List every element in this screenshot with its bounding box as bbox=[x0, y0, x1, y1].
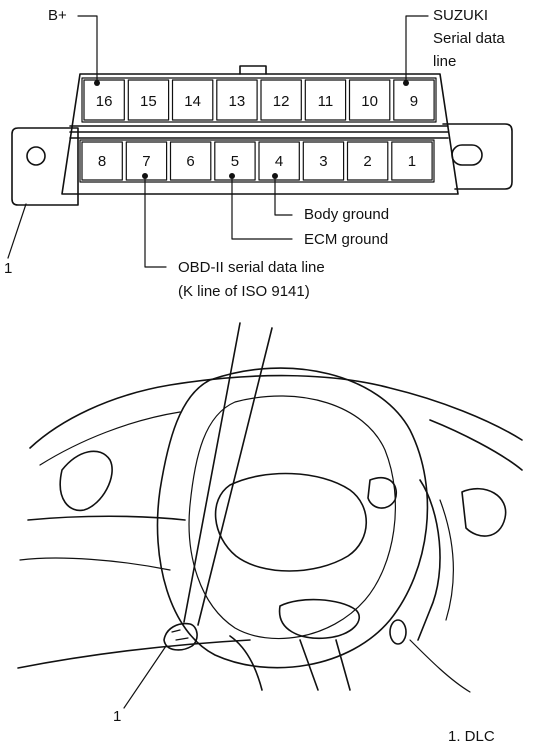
pin-number-10: 10 bbox=[361, 93, 378, 110]
pin-number-9: 9 bbox=[410, 93, 418, 110]
pin-number-1: 1 bbox=[408, 153, 416, 170]
pin-cell-8 bbox=[81, 141, 123, 181]
dashboard-illustration bbox=[17, 322, 523, 709]
mount-hole-left bbox=[26, 146, 46, 166]
pointer-line bbox=[197, 327, 273, 626]
pin-cell-14 bbox=[171, 79, 214, 121]
leader-ecm-ground bbox=[231, 178, 293, 240]
pin-cell-11 bbox=[304, 79, 347, 121]
mount-hole-right bbox=[451, 144, 483, 166]
label-b-plus: B+ bbox=[48, 7, 67, 24]
right-vent bbox=[461, 487, 507, 537]
leader-body-ground bbox=[274, 178, 293, 216]
dash-lower-edge bbox=[17, 639, 251, 669]
pin-number-3: 3 bbox=[319, 153, 327, 170]
connector-flange bbox=[11, 127, 79, 206]
pin-cell-4 bbox=[258, 141, 300, 181]
pin-cell-7 bbox=[125, 141, 168, 181]
leader-b-plus bbox=[77, 15, 98, 81]
top-row-frame bbox=[81, 77, 437, 123]
pin-cell-1 bbox=[391, 141, 433, 181]
pin-marker-7 bbox=[142, 173, 148, 179]
pin-number-11: 11 bbox=[318, 93, 334, 110]
pin-number-12: 12 bbox=[273, 93, 290, 110]
pin-number-2: 2 bbox=[363, 153, 371, 170]
leader-callout-dash bbox=[123, 645, 167, 709]
pin-number-7: 7 bbox=[142, 153, 150, 170]
label-body-ground: Body ground bbox=[304, 206, 390, 223]
leader-suzuki bbox=[405, 15, 429, 81]
label-suzuki: SUZUKI bbox=[433, 7, 489, 24]
dash-panel bbox=[27, 515, 186, 521]
pin-marker-5 bbox=[229, 173, 235, 179]
label-k-line: (K line of ISO 9141) bbox=[178, 283, 310, 300]
dlc-location bbox=[163, 622, 198, 651]
steering-column bbox=[335, 639, 351, 691]
pin-number-4: 4 bbox=[275, 153, 283, 170]
bottom-row-frame bbox=[79, 139, 435, 183]
dash-panel-lower bbox=[19, 557, 171, 571]
dash-top bbox=[29, 374, 523, 449]
right-knob bbox=[389, 619, 407, 645]
label-line: line bbox=[433, 53, 457, 70]
right-panel-line bbox=[409, 639, 471, 693]
pin-cell-16 bbox=[83, 79, 125, 121]
pin-marker-9 bbox=[403, 80, 409, 86]
pin-cell-5 bbox=[214, 141, 256, 181]
leader-callout-1 bbox=[7, 203, 27, 259]
dlc-location-detail bbox=[171, 629, 189, 641]
dash-shade-line bbox=[39, 411, 181, 466]
label-obd-serial: OBD-II serial data line bbox=[178, 259, 325, 276]
right-console bbox=[417, 479, 441, 641]
pin-cell-12 bbox=[260, 79, 302, 121]
pin-number-13: 13 bbox=[229, 93, 246, 110]
pin-cell-3 bbox=[302, 141, 345, 181]
connector-flange-right bbox=[442, 123, 513, 190]
legend-dlc: 1. DLC bbox=[448, 728, 495, 745]
callout-number-connector: 1 bbox=[4, 260, 13, 277]
connector-body bbox=[61, 73, 459, 195]
pin-marker-16 bbox=[94, 80, 100, 86]
pin-cell-9 bbox=[393, 79, 435, 121]
pin-number-8: 8 bbox=[98, 153, 106, 170]
pin-number-14: 14 bbox=[184, 93, 201, 110]
callout-number-dash: 1 bbox=[113, 708, 122, 725]
label-ecm-ground: ECM ground bbox=[304, 231, 389, 248]
leader-obd bbox=[144, 178, 167, 268]
pin-cell-13 bbox=[216, 79, 258, 121]
right-control-pod bbox=[367, 476, 397, 509]
pin-cell-6 bbox=[169, 141, 212, 181]
lower-dash-line bbox=[229, 635, 263, 691]
hub-pad bbox=[278, 598, 360, 640]
pin-number-5: 5 bbox=[231, 153, 239, 170]
pin-cell-15 bbox=[127, 79, 170, 121]
dash-right-edge bbox=[429, 419, 523, 471]
steering-column bbox=[299, 639, 319, 691]
dlc-connector: 16 15 14 13 12 11 10 9 8 7 6 5 4 3 2 1 bbox=[11, 65, 513, 206]
connector-key bbox=[239, 65, 267, 75]
pin-marker-4 bbox=[272, 173, 278, 179]
steering-wheel-inner bbox=[188, 395, 396, 640]
pin-cells: 16 15 14 13 12 11 10 9 8 7 6 5 4 3 2 1 bbox=[81, 79, 435, 181]
steering-hub bbox=[214, 472, 368, 572]
left-vent bbox=[59, 450, 113, 512]
right-console-inner bbox=[439, 499, 455, 621]
pin-number-15: 15 bbox=[140, 93, 157, 110]
pin-cell-2 bbox=[346, 141, 389, 181]
pointer-line bbox=[183, 322, 241, 623]
leader-lines bbox=[7, 15, 429, 268]
pin-number-6: 6 bbox=[186, 153, 194, 170]
label-serial-data: Serial data bbox=[433, 30, 505, 47]
steering-wheel-rim bbox=[156, 367, 429, 669]
pin-number-16: 16 bbox=[96, 93, 113, 110]
pin-cell-10 bbox=[348, 79, 391, 121]
